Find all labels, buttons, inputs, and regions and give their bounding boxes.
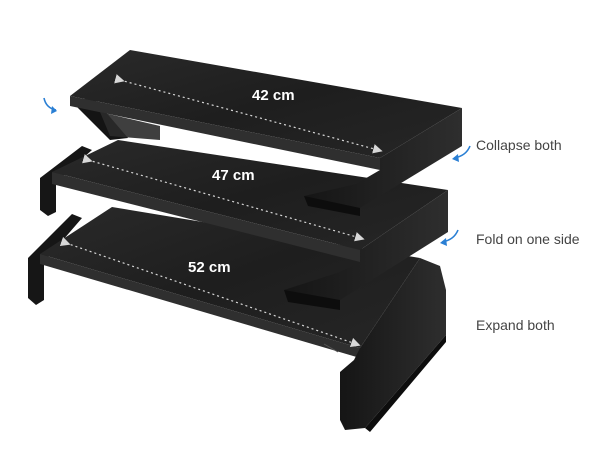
option-label-fold-one-side: Fold on one side bbox=[476, 231, 580, 247]
rotation-arrows bbox=[43, 97, 471, 246]
curved-arrow-left-top-icon bbox=[43, 97, 57, 111]
dimension-lines bbox=[59, 74, 383, 347]
stand-expanded-right-leg bbox=[340, 258, 446, 430]
measurement-label-folded: 47 cm bbox=[212, 167, 255, 184]
dimension-line-folded bbox=[82, 154, 365, 242]
option-label-collapse-both: Collapse both bbox=[476, 137, 562, 153]
stand-collapsed-right-side bbox=[304, 108, 462, 208]
stand-folded-left-leg bbox=[40, 146, 92, 216]
option-label-expand-both: Expand both bbox=[476, 317, 555, 333]
dimension-line-expanded bbox=[59, 236, 361, 347]
measurement-label-expanded: 52 cm bbox=[188, 259, 231, 276]
stand-expanded-left-leg bbox=[28, 214, 82, 305]
measurement-label-collapsed: 42 cm bbox=[252, 87, 295, 104]
